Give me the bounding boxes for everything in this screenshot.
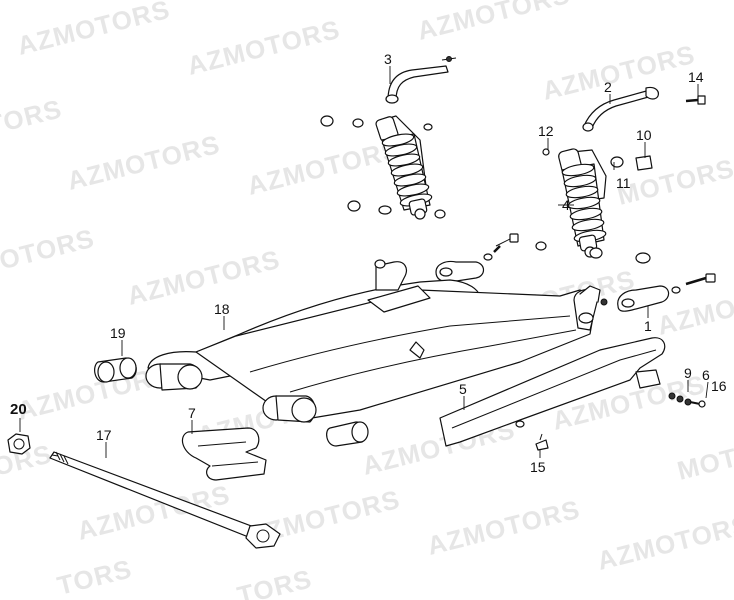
- part-shock-absorber-right: [535, 148, 653, 264]
- callout-2: 2: [604, 79, 612, 95]
- callout-17: 17: [96, 427, 112, 443]
- part-bolt-14: [685, 95, 706, 105]
- callout-19: 19: [110, 325, 126, 341]
- watermark: AZMOTORS: [64, 129, 223, 196]
- callout-10: 10: [636, 127, 652, 143]
- callout-5: 5: [459, 381, 467, 397]
- watermark: AZMOTORS: [594, 509, 734, 576]
- callout-labels: 3 2 14 12 10 11 4 1 18 19 7 17 5 9 6 16 …: [10, 51, 727, 475]
- part-upper-bracket-left: [385, 56, 457, 104]
- part-screw-15: [535, 433, 549, 451]
- callout-1: 1: [644, 318, 652, 334]
- callout-9: 9: [684, 365, 692, 381]
- callout-11: 11: [616, 175, 631, 191]
- callout-7: 7: [188, 405, 196, 421]
- part-axle: [49, 451, 281, 549]
- callout-6: 6: [702, 367, 710, 383]
- part-nut-20: [7, 433, 31, 455]
- watermark: TORS: [0, 93, 65, 140]
- part-screw-set: [668, 392, 706, 408]
- callout-20: 20: [10, 401, 27, 418]
- part-link-8: [435, 233, 519, 283]
- part-chain-guard: [439, 337, 666, 447]
- callout-4: 4: [562, 197, 570, 213]
- watermark: TORS: [234, 563, 315, 600]
- watermark: AZMOTORS: [539, 39, 698, 106]
- watermark: MOTORS: [0, 223, 98, 281]
- part-link-1: [617, 273, 716, 312]
- callout-16: 16: [711, 378, 727, 394]
- callout-14: 14: [688, 69, 704, 85]
- watermark: AZMOTORS: [244, 134, 403, 201]
- watermark: AZMOTORS: [124, 244, 283, 311]
- callout-18: 18: [214, 301, 230, 317]
- part-upper-bracket-right: [582, 86, 659, 132]
- watermark: AZMOTORS: [14, 0, 173, 61]
- callout-12: 12: [538, 123, 554, 139]
- leader-lines: [19, 66, 709, 458]
- watermark: AZMOTORS: [654, 274, 734, 341]
- watermark: AZMOTORS: [184, 14, 343, 81]
- part-shock-absorber-left: [320, 115, 446, 220]
- watermark: MOTORS: [674, 428, 734, 486]
- part-bushing-right: [326, 421, 369, 447]
- watermark: MOTORS: [614, 153, 734, 211]
- watermark: TORS: [54, 553, 135, 600]
- part-swing-arm: [145, 259, 608, 423]
- callout-3: 3: [384, 51, 392, 67]
- part-bushing-19: [94, 357, 137, 383]
- part-chain-slider: [181, 427, 267, 481]
- callout-15: 15: [530, 459, 546, 475]
- watermark: AZMOTORS: [414, 0, 573, 46]
- watermark: AZMOTORS: [424, 494, 583, 561]
